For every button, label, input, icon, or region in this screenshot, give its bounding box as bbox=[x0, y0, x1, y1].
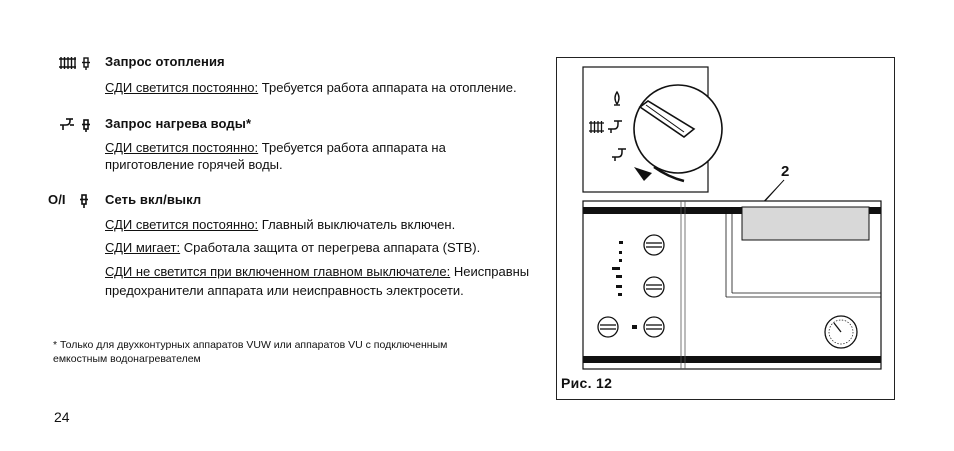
status-label: СДИ светится постоянно: bbox=[105, 80, 259, 95]
status-text: предохранители аппарата или неисправност… bbox=[105, 283, 464, 298]
tap-icon bbox=[608, 120, 626, 161]
figure-frame bbox=[556, 57, 895, 400]
heating-status-line: СДИ светится постоянно: Требуется работа… bbox=[105, 80, 517, 96]
status-text: Требуется работа аппарата на отопление. bbox=[258, 80, 517, 95]
led-icon bbox=[80, 194, 88, 208]
status-text: Требуется работа аппарата на bbox=[258, 140, 446, 155]
heading-power-switch: Сеть вкл/выкл bbox=[105, 192, 202, 207]
figure-caption: Рис. 12 bbox=[561, 375, 613, 391]
power-status-line-4: предохранители аппарата или неисправност… bbox=[105, 283, 464, 299]
status-label: СДИ светится постоянно: bbox=[105, 140, 259, 155]
radiator-led-icon bbox=[59, 57, 90, 70]
power-status-line-3: СДИ не светится при включенном главном в… bbox=[105, 264, 529, 280]
callout-label: 2 bbox=[781, 163, 790, 180]
power-icon: O/I bbox=[48, 192, 66, 207]
radiator-icon bbox=[589, 121, 604, 133]
heading-hot-water-request: Запрос нагрева воды* bbox=[105, 116, 252, 131]
power-status-line-1: СДИ светится постоянно: Главный выключат… bbox=[105, 217, 455, 233]
status-text: Главный выключатель включен. bbox=[258, 217, 456, 232]
status-text: приготовление горячей воды. bbox=[105, 157, 283, 172]
boiler-control-panel-illustration bbox=[582, 66, 882, 370]
hot-water-status-line-2: приготовление горячей воды. bbox=[105, 157, 283, 173]
hot-water-status-line-1: СДИ светится постоянно: Требуется работа… bbox=[105, 140, 446, 156]
power-status-line-2: СДИ мигает: Сработала защита от перегрев… bbox=[105, 240, 480, 256]
footnote-line-2: емкостным водонагревателем bbox=[53, 353, 201, 365]
flame-icon bbox=[614, 90, 620, 106]
status-label: СДИ мигает: bbox=[105, 240, 181, 255]
page-number: 24 bbox=[54, 409, 70, 425]
footnote-line-1: * Только для двухконтурных аппаратов VUW… bbox=[53, 339, 448, 351]
hot-water-tap-led-icon bbox=[60, 118, 90, 132]
status-text: Неисправны bbox=[450, 264, 530, 279]
status-label: СДИ светится постоянно: bbox=[105, 217, 259, 232]
status-label: СДИ не светится при включенном главном в… bbox=[105, 264, 451, 279]
heading-heating-request: Запрос отопления bbox=[105, 54, 225, 69]
status-text: Сработала защита от перегрева аппарата (… bbox=[180, 240, 481, 255]
